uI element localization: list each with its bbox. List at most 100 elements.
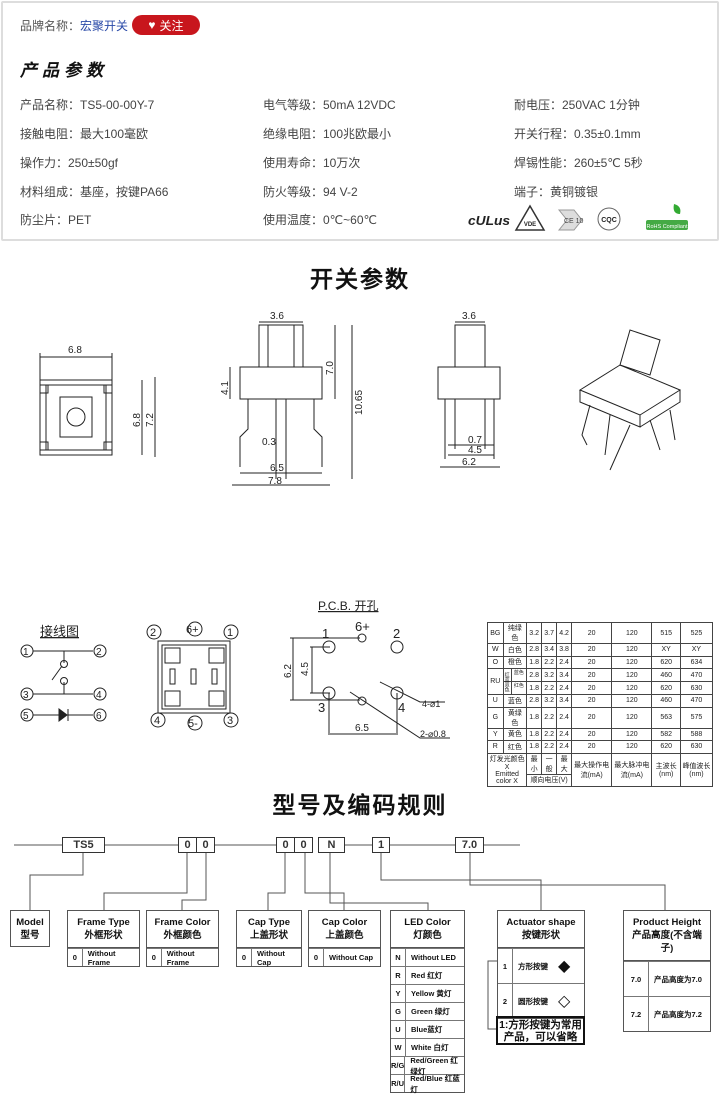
actuator-note: 1:方形按键为常用产品，可以省略 — [496, 1016, 585, 1045]
option-code: R/G — [391, 1057, 406, 1074]
spec-item: 绝缘电阻：100兆欧最小 — [263, 127, 392, 141]
dim-front-1065: 10.65 — [354, 390, 365, 415]
table-cell: 20 — [571, 622, 613, 644]
box-header-en: LED Color — [404, 917, 451, 928]
pin-label: 2 — [96, 647, 102, 658]
table-cell: 20 — [571, 681, 613, 695]
table-cell: 2.2 — [541, 655, 558, 669]
table-cell: 120 — [611, 622, 653, 644]
table-cell: Emitted color X — [495, 771, 519, 786]
table-cell: 黄色 — [502, 727, 528, 741]
box-header-en: Actuator shape — [506, 917, 576, 928]
note-line: 产品，可以省略 — [503, 1031, 578, 1043]
ce-cert-text: CE 10 — [564, 218, 584, 225]
box-header-en: Product Height — [632, 917, 702, 928]
table-cell: Y — [487, 727, 504, 741]
table-cell: 120 — [611, 706, 653, 729]
ce-cert-icon: CE 10 — [557, 209, 584, 231]
table-cell: 2.4 — [556, 727, 573, 741]
option-code: 0 — [147, 949, 162, 966]
table-cell: 20 — [571, 655, 613, 669]
table-cell: O — [487, 655, 504, 669]
top-view-drawing — [39, 353, 156, 457]
option-code: 7.2 — [624, 997, 649, 1031]
spec-item: 使用温度：0℃~60℃ — [263, 213, 377, 227]
dimension-drawings: 6.8 6.8 7.2 3.6 4.1 7.0 10.65 0.3 6.5 7.… — [39, 311, 682, 487]
table-cell: 2.2 — [541, 727, 558, 741]
option-code: R — [391, 967, 406, 984]
table-cell: 20 — [571, 727, 613, 741]
option-label: Green 绿灯 — [411, 1007, 450, 1016]
brand-label: 品牌名称： — [20, 19, 81, 33]
dim-side-cap: 3.6 — [462, 311, 476, 322]
table-cell: 460 — [651, 668, 681, 682]
dim-top-h2: 7.2 — [145, 413, 156, 427]
spec-item: 防尘片：PET — [20, 213, 92, 227]
code-connector-lines — [14, 844, 666, 910]
brand-link[interactable]: 宏聚开关 — [80, 19, 129, 33]
option-code: R/U — [391, 1075, 406, 1092]
code-cap-color: 0 — [294, 837, 313, 853]
pcb-hole-label: 4-⌀1 — [422, 699, 440, 709]
option-label: Red 红灯 — [411, 971, 443, 980]
table-cell: 620 — [651, 740, 681, 754]
box-header-en: Frame Color — [154, 917, 211, 928]
pin-label: 3 — [23, 690, 29, 701]
switch-params-title: 开关参数 — [310, 266, 410, 292]
pin-label: 3 — [318, 700, 325, 715]
spec-item: 产品名称：TS5-00-00Y-7 — [20, 98, 155, 112]
code-led: N — [318, 837, 345, 853]
params-title: 产品参数 — [20, 61, 108, 81]
table-cell: 红蓝双色 — [504, 669, 512, 694]
table-cell: 3.4 — [556, 694, 573, 708]
table-cell: 2.4 — [556, 681, 573, 695]
cqc-cert-icon: CQC — [597, 207, 621, 231]
pin-label: 4 — [398, 700, 405, 715]
table-footer-row: 顺向电压(V) — [488, 773, 713, 787]
table-cell: 582 — [651, 727, 681, 741]
table-cell: 120 — [611, 668, 653, 682]
note-line: 1:方形按键为常用 — [499, 1019, 582, 1031]
pin-label: 2 — [150, 627, 156, 639]
square-button-icon: ◆ — [558, 958, 571, 975]
option-row: R Red 红灯 — [391, 966, 464, 984]
box-header-cn: 外框形状 — [84, 930, 123, 941]
option-code: 0 — [237, 949, 252, 966]
wiring-title: 接线图 — [40, 624, 79, 639]
option-code: 2 — [498, 984, 513, 1018]
table-cell: W — [487, 643, 504, 657]
code-frame-color: 0 — [196, 837, 215, 853]
table-cell: 3.2 — [541, 694, 558, 708]
wiring-diagram: 接线图 — [20, 624, 107, 722]
round-button-icon: ◇ — [558, 993, 571, 1010]
table-cell: 588 — [679, 727, 714, 741]
follow-button[interactable]: ♥关注 — [132, 15, 200, 35]
table-cell: 白色 — [502, 643, 528, 657]
table-cell: 120 — [611, 655, 653, 669]
table-cell: 470 — [679, 694, 714, 708]
dim-top-w: 6.8 — [68, 345, 82, 356]
table-cell: 120 — [611, 727, 653, 741]
box-header-cn: 按键形状 — [521, 930, 560, 941]
cert-logos: cULus VDE CE 10 CQC RoHS Compliant — [468, 204, 688, 231]
table-cell: 2.4 — [556, 655, 573, 669]
pcb-title: P.C.B. 开孔 — [318, 600, 378, 613]
option-label: Red/Blue 红蓝灯 — [410, 1073, 460, 1094]
